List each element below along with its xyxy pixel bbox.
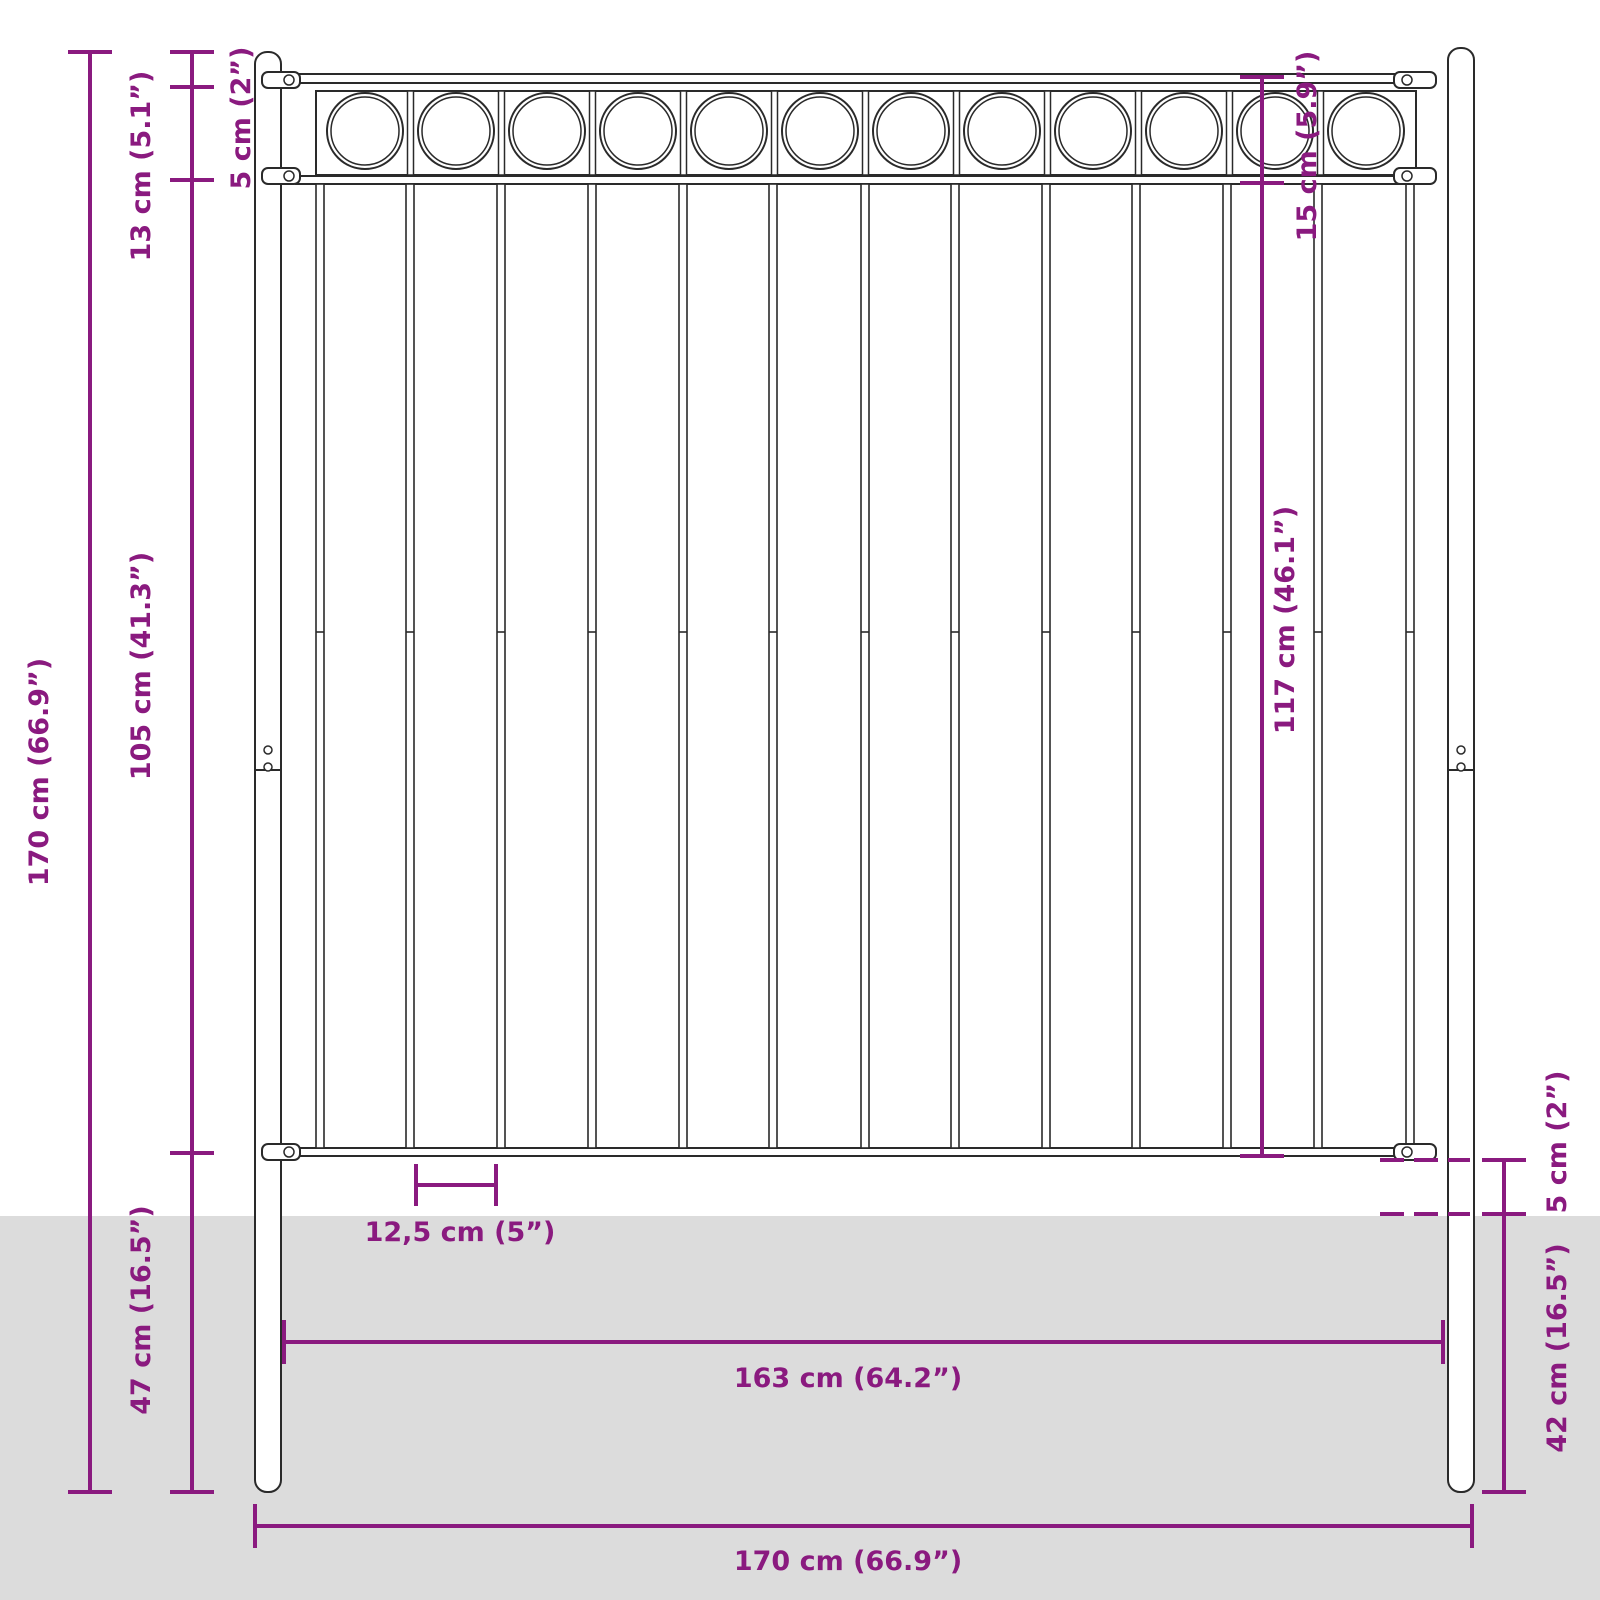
ring-ornament [690,92,768,170]
clamp-bolt [1401,170,1413,182]
ring-divider [770,90,779,176]
post-screw [263,745,273,755]
rail-clamp [1393,167,1437,185]
vertical-bar [496,183,506,1149]
ring-ornament-inner [1058,96,1128,166]
label-total-width: 170 cm (66.9”) [734,1546,962,1577]
ring-ornament [1054,92,1132,170]
ring-ornament [963,92,1041,170]
ring-ornament-inner [694,96,764,166]
ring-ornament-inner [1149,96,1219,166]
label-top-panel-right: 15 cm (5.9”) [1292,51,1323,242]
ring-ornament-inner [967,96,1037,166]
vertical-bar [950,183,960,1149]
vertical-bar [587,183,597,1149]
ring-divider [588,90,597,176]
rail-clamp [1393,71,1437,89]
label-total-height-left: 170 cm (66.9”) [24,658,55,886]
ring-divider [1043,90,1052,176]
ring-divider [1316,90,1325,176]
ring-ornament-inner [1331,96,1401,166]
rail-clamp [1393,1143,1437,1161]
ring-ornament-inner [785,96,855,166]
fence-drawing [254,47,1475,1493]
clamp-bolt [283,74,295,86]
ring-ornament-inner [330,96,400,166]
ring-divider [1225,90,1234,176]
vertical-bar [315,183,325,1149]
label-ground-right: 42 cm (16.5”) [1542,1243,1573,1453]
ring-divider [952,90,961,176]
vertical-bar [1405,183,1415,1149]
ring-ornament [508,92,586,170]
ground-area [0,1216,1600,1600]
label-top-gap-left: 5 cm (2”) [226,47,257,190]
ring-ornament [326,92,404,170]
ring-ornament [781,92,859,170]
vertical-bar [1131,183,1141,1149]
label-bottom-gap-right: 5 cm (2”) [1542,1071,1573,1214]
clamp-bolt [283,1146,295,1158]
ring-ornament-inner [421,96,491,166]
ring-divider [679,90,688,176]
label-inner-width: 163 cm (64.2”) [734,1363,962,1394]
ring-ornament [1145,92,1223,170]
vertical-bar [1313,183,1323,1149]
ring-ornament [599,92,677,170]
ring-ornament-inner [603,96,673,166]
post-screw [1456,762,1466,772]
label-bar-spacing: 12,5 cm (5”) [365,1217,556,1248]
vertical-bar [860,183,870,1149]
label-top-panel-left: 13 cm (5.1”) [126,71,157,262]
left-post [254,51,282,1493]
dimension-lines [68,50,1526,1548]
label-panel-height-right: 117 cm (46.1”) [1270,506,1301,734]
clamp-bolt [1401,1146,1413,1158]
ring-ornament-inner [1240,96,1310,166]
ring-divider [861,90,870,176]
post-screw [263,762,273,772]
ring-ornament [1236,92,1314,170]
label-panel-height-left: 105 cm (41.3”) [126,552,157,780]
ring-ornament [872,92,950,170]
post-screw [1456,745,1466,755]
vertical-bar [1222,183,1232,1149]
ring-divider [1134,90,1143,176]
vertical-bar [405,183,415,1149]
vertical-bar [1041,183,1051,1149]
ring-divider [497,90,506,176]
ring-ornament [417,92,495,170]
clamp-bolt [1401,74,1413,86]
ring-ornament-inner [876,96,946,166]
ring-ornament-inner [512,96,582,166]
clamp-bolt [283,170,295,182]
vertical-bar [678,183,688,1149]
label-ground-left: 47 cm (16.5”) [126,1205,157,1415]
vertical-bar [768,183,778,1149]
ring-divider [406,90,415,176]
ring-ornament [1327,92,1405,170]
